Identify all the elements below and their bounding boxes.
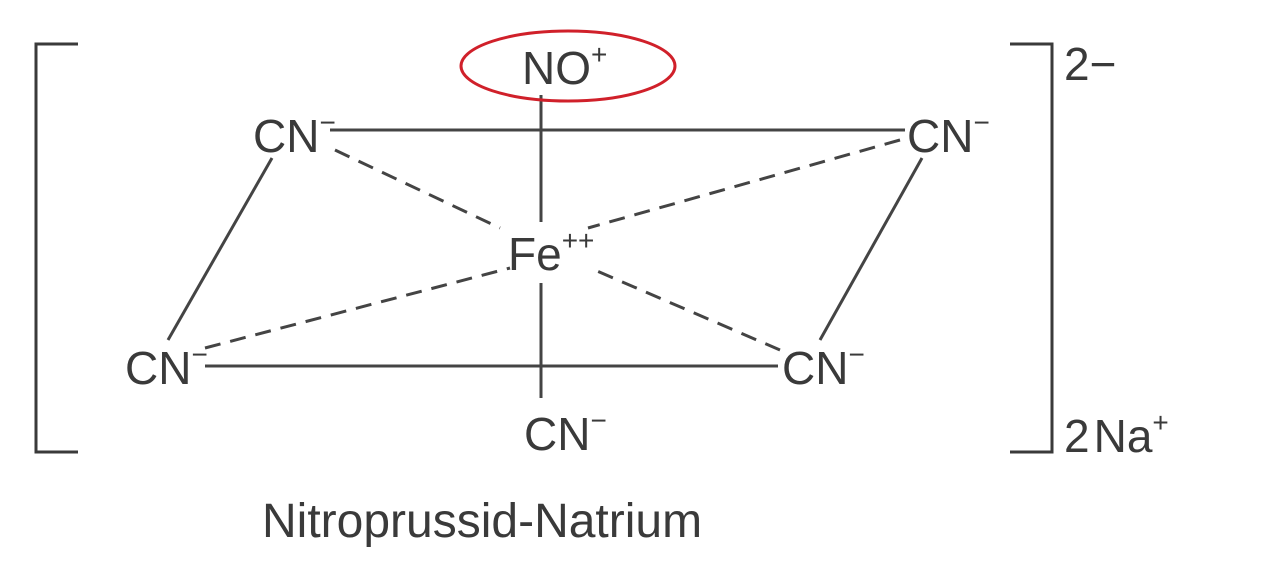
counter-ion-label: 2Na+ (1064, 407, 1169, 462)
ligand-cn-lower-right: CN− (782, 339, 865, 394)
ligand-no-label: NO+ (522, 39, 607, 94)
ligand-cn-upper-right: CN− (907, 107, 990, 162)
bond-right-edge (818, 157, 924, 341)
bond-left-edge (166, 157, 274, 341)
bond-fe-cn-lower-right (589, 266, 781, 352)
complex-charge: 2− (1064, 38, 1116, 90)
ligand-cn-axial: CN− (524, 405, 607, 460)
ligand-cn-upper-left: CN− (253, 107, 336, 162)
bond-fe-cn-lower-left (204, 266, 511, 350)
bond-fe-cn-upper-left (334, 148, 501, 230)
center-fe-label: Fe++ (508, 225, 594, 280)
left-bracket (34, 42, 78, 454)
compound-name-caption: Nitroprussid-Natrium (262, 495, 702, 548)
ligand-cn-lower-left: CN− (125, 339, 208, 394)
bond-fe-cn-upper-right (587, 138, 901, 230)
highlight-ellipse (459, 29, 677, 103)
right-bracket (1010, 42, 1054, 454)
